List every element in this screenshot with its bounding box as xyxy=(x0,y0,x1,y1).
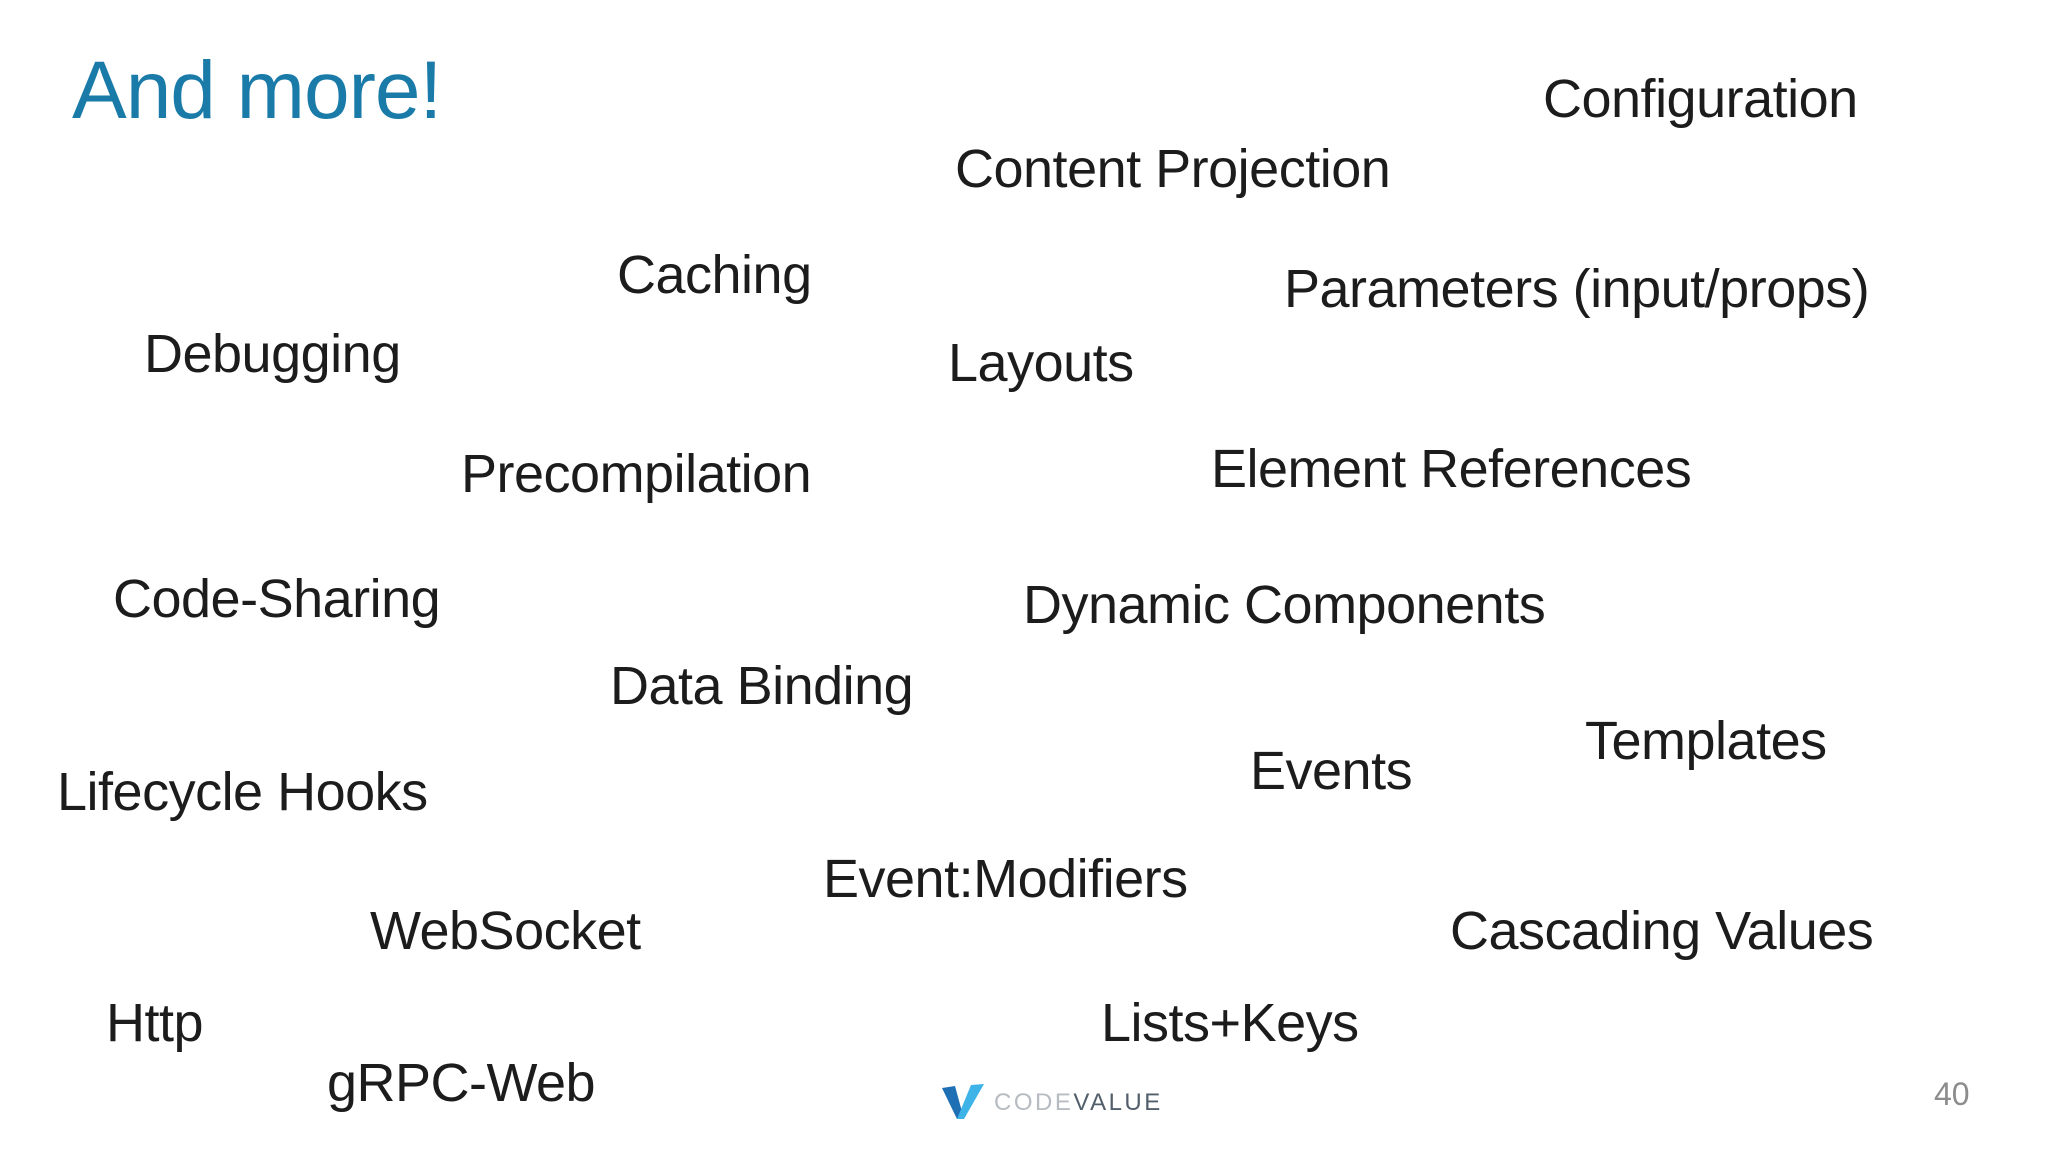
term-debugging: Debugging xyxy=(144,324,401,384)
logo-text-value: VALUE xyxy=(1073,1089,1163,1116)
logo-text-code: CODE xyxy=(994,1089,1074,1116)
term-events: Events xyxy=(1250,741,1413,801)
term-parameters-input-props: Parameters (input/props) xyxy=(1284,259,1870,319)
term-cascading-values: Cascading Values xyxy=(1450,901,1874,961)
term-content-projection: Content Projection xyxy=(955,139,1391,199)
term-code-sharing: Code-Sharing xyxy=(113,569,441,629)
page-number: 40 xyxy=(1934,1076,1970,1112)
codevalue-logo: CODEVALUE xyxy=(940,1082,1163,1124)
term-grpc-web: gRPC-Web xyxy=(327,1053,596,1113)
logo-icon-right-wing xyxy=(957,1084,984,1119)
codevalue-logo-text: CODEVALUE xyxy=(994,1089,1163,1117)
slide-title: And more! xyxy=(72,45,442,136)
logo-icon-left-wing xyxy=(942,1086,964,1119)
term-dynamic-components: Dynamic Components xyxy=(1023,575,1546,635)
term-websocket: WebSocket xyxy=(370,901,641,961)
term-http: Http xyxy=(106,993,204,1053)
term-data-binding: Data Binding xyxy=(610,656,914,716)
term-lifecycle-hooks: Lifecycle Hooks xyxy=(57,762,428,822)
term-event-modifiers: Event:Modifiers xyxy=(823,849,1188,909)
term-configuration: Configuration xyxy=(1543,69,1858,129)
codevalue-logo-icon xyxy=(942,1084,984,1119)
term-element-references: Element References xyxy=(1211,439,1692,499)
term-caching: Caching xyxy=(617,245,812,305)
term-layouts: Layouts xyxy=(948,333,1134,393)
term-precompilation: Precompilation xyxy=(461,444,812,504)
term-templates: Templates xyxy=(1585,711,1827,771)
term-lists-keys: Lists+Keys xyxy=(1101,993,1359,1053)
